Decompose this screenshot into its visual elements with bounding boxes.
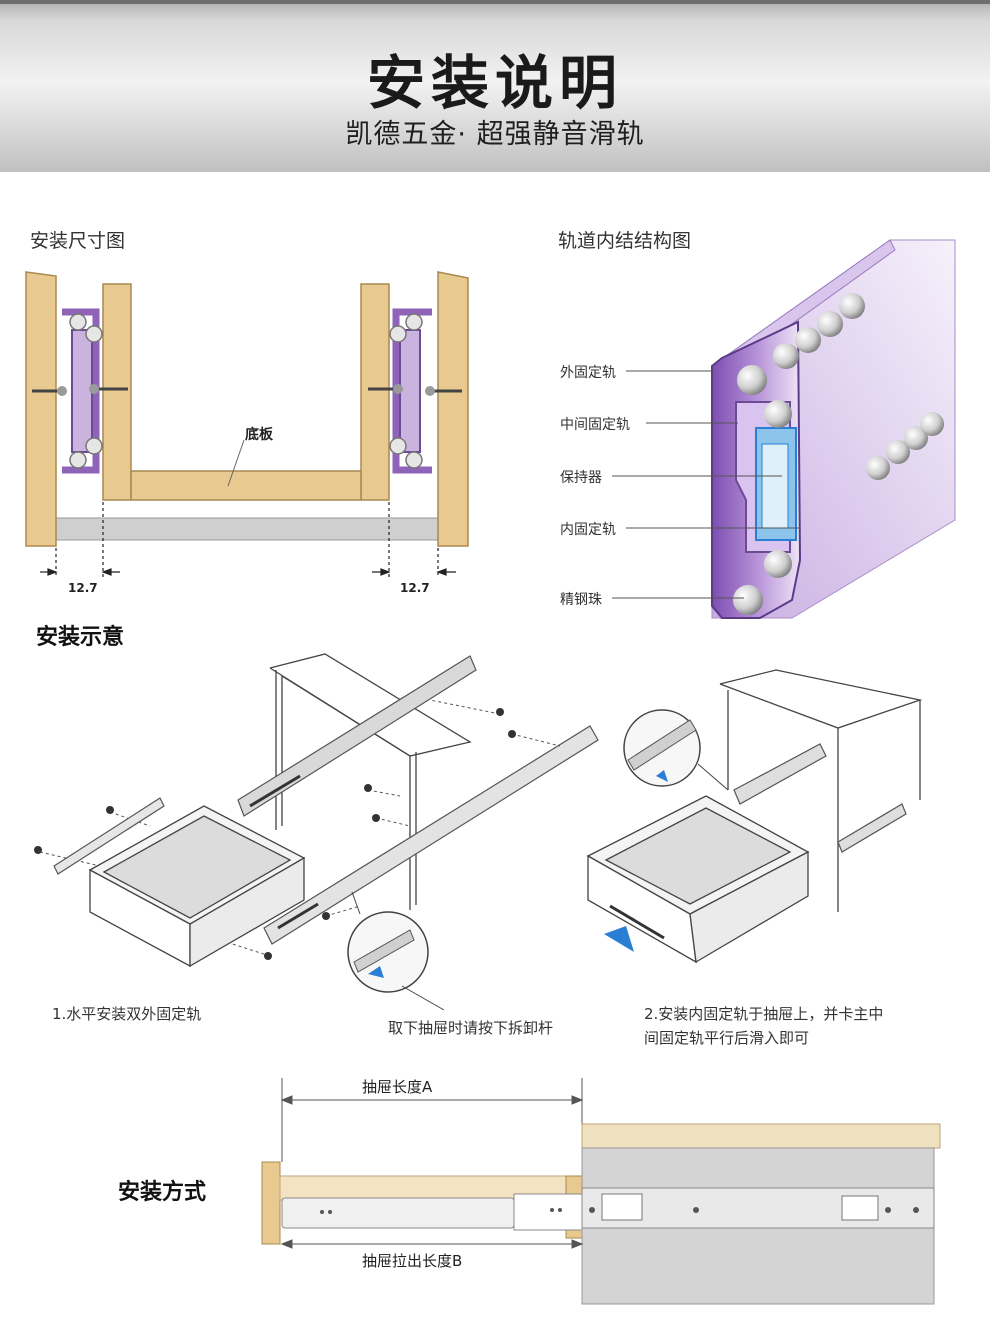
steel-ball (764, 550, 792, 578)
zoom-detail-rail-clip (623, 709, 729, 791)
left-outer-rail-lower (263, 725, 599, 945)
steel-ball (764, 400, 792, 428)
right-cabinet-rail (837, 803, 907, 853)
steel-ball (733, 585, 763, 615)
cabinet-outer-rail (581, 1187, 935, 1229)
install-step2-caption-line1: 2.安装内固定轨于抽屉上，并卡主中 (644, 1005, 884, 1023)
gap-right-label: 12.7 (400, 581, 430, 595)
rail-body-perspective (711, 239, 956, 619)
blue-indicator-arrow (604, 926, 634, 952)
part-label-steel-ball: 精钢珠 (560, 592, 602, 608)
drawer-pull-length-label: 抽屉拉出长度B (362, 1252, 463, 1270)
rail-cross-section (711, 320, 802, 619)
left-cabinet-frame (269, 653, 472, 910)
left-cabinet-wall (25, 271, 57, 547)
part-label-middle-rail: 中间固定轨 (560, 417, 630, 433)
section-title-install-demo: 安装示意 (36, 625, 125, 650)
retainer (755, 427, 797, 541)
right-drawer-side (360, 283, 390, 501)
page-title: 安装说明 (366, 49, 623, 117)
drawer-inner-rail (53, 797, 165, 875)
gap-left-label: 12.7 (68, 581, 98, 595)
remove-drawer-caption: 取下抽屉时请按下拆卸杆 (388, 1019, 554, 1037)
section-title-install-method: 安装方式 (118, 1180, 207, 1205)
middle-rail (735, 401, 791, 553)
bottom-board (130, 470, 362, 501)
install-step1-caption: 1.水平安装双外固定轨 (52, 1005, 202, 1023)
dimension-marks (40, 502, 456, 578)
left-outer-rail-upper (237, 655, 477, 817)
page-subtitle: 凯德五金· 超强静音滑轨 (345, 119, 645, 150)
left-drawer-side (102, 283, 132, 501)
part-label-outer-rail: 外固定轨 (560, 365, 616, 381)
section-title-dimension: 安装尺寸图 (30, 230, 126, 252)
part-label-retainer: 保持器 (560, 470, 602, 486)
cabinet-side-panel (581, 1147, 935, 1305)
section-title-structure: 轨道内结结构图 (558, 230, 692, 252)
left-drawer-box (88, 805, 306, 968)
floor-strip (55, 517, 439, 541)
install-step2-caption-line2: 间固定轨平行后滑入即可 (644, 1029, 810, 1047)
right-installed-rail (733, 743, 827, 805)
header-top-bar (0, 0, 990, 4)
drawer-length-label: 抽屉长度A (362, 1078, 433, 1096)
left-rail-assembly (32, 308, 128, 474)
right-cabinet-frame (719, 669, 923, 912)
screws (34, 708, 516, 960)
right-rail-assembly (368, 308, 462, 474)
part-label-inner-rail: 内固定轨 (560, 522, 616, 538)
drawer-side-board (279, 1175, 583, 1201)
bottom-board-leader (227, 439, 245, 487)
bottom-board-label: 底板 (245, 427, 273, 443)
header-banner: 安装说明 凯德五金· 超强静音滑轨 (0, 0, 990, 172)
drawer-inner-rail-side (281, 1197, 515, 1229)
zoom-detail-release-lever (347, 891, 445, 1011)
drawer-front-board (261, 1161, 281, 1245)
right-drawer-box (586, 795, 810, 964)
steel-ball (737, 365, 767, 395)
dimension-b (280, 1239, 584, 1249)
part-leader-lines (612, 370, 800, 599)
right-cabinet-wall (437, 271, 469, 547)
cabinet-top-board (581, 1123, 941, 1149)
